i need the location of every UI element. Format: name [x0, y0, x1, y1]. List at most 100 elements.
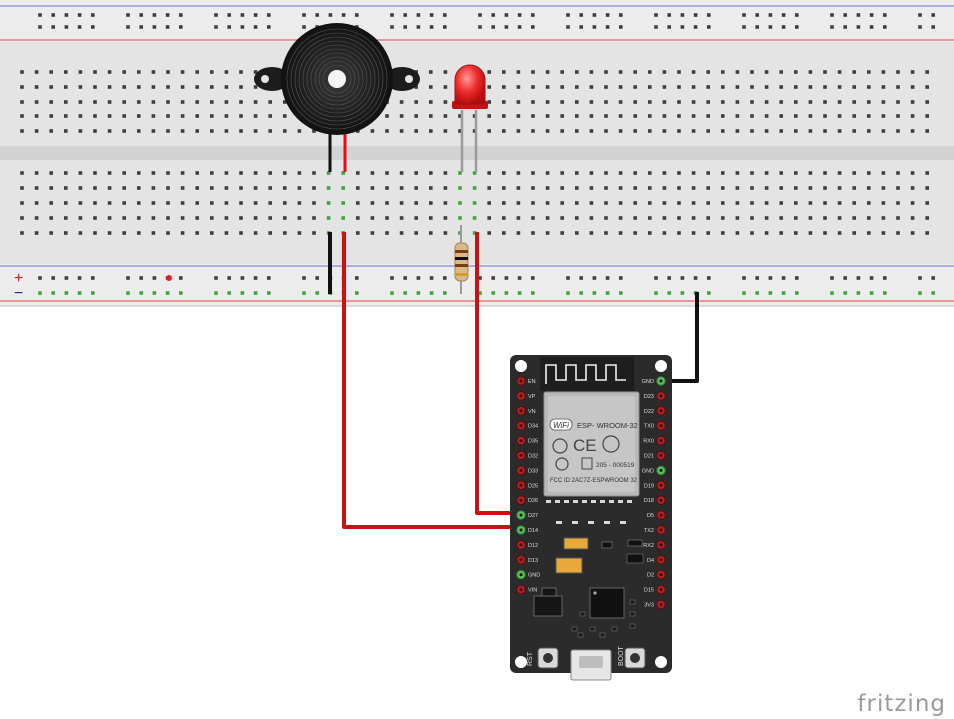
header-pin-label: D15 — [644, 588, 654, 594]
breadboard-hole — [633, 186, 637, 190]
breadboard-hole — [852, 70, 856, 74]
breadboard-hole — [633, 201, 637, 205]
breadboard-hole — [38, 291, 42, 295]
breadboard-hole — [823, 171, 827, 175]
breadboard-hole — [122, 100, 126, 104]
breadboard-hole — [896, 231, 900, 235]
breadboard-hole — [502, 129, 506, 133]
smd-part — [589, 626, 596, 632]
breadboard-hole — [240, 25, 245, 29]
breadboard-hole — [843, 291, 847, 295]
breadboard-hole — [107, 231, 112, 235]
breadboard-hole — [654, 291, 658, 295]
breadboard-hole — [721, 201, 725, 205]
breadboard-hole — [399, 201, 404, 205]
breadboard-hole — [604, 85, 608, 89]
breadboard-hole — [487, 70, 491, 74]
breadboard-hole — [126, 291, 130, 295]
buzzer-rings — [286, 28, 388, 130]
breadboard-hole — [604, 100, 608, 104]
buzzer-center-hole — [328, 70, 346, 88]
breadboard-hole — [648, 201, 652, 205]
header-pin-label: D27 — [528, 513, 538, 519]
breadboard-hole — [414, 186, 418, 190]
breadboard-hole — [302, 291, 306, 295]
module-pad — [572, 521, 578, 524]
breadboard-hole — [677, 201, 681, 205]
breadboard-hole — [312, 171, 316, 175]
breadboard-hole — [195, 201, 199, 205]
breadboard-hole — [239, 201, 243, 205]
breadboard-hole — [151, 100, 156, 104]
breadboard-hole — [516, 186, 521, 190]
breadboard-hole — [180, 231, 185, 235]
breadboard-hole — [545, 186, 550, 190]
breadboard-hole — [843, 25, 847, 29]
breadboard-hole — [808, 201, 813, 205]
breadboard-hole — [667, 25, 671, 29]
breadboard-hole — [867, 70, 871, 74]
breadboard-hole — [34, 231, 39, 235]
breadboard-hole — [253, 85, 258, 89]
breadboard-hole — [735, 100, 740, 104]
breadboard-hole — [239, 171, 243, 175]
breadboard-hole — [869, 276, 874, 280]
breadboard-hole — [781, 291, 786, 295]
header-pin-label: GND — [642, 468, 654, 474]
breadboard-hole — [239, 114, 243, 118]
breadboard-hole — [755, 13, 759, 17]
breadboard-hole — [355, 291, 359, 295]
breadboard-hole — [693, 25, 698, 29]
resistor — [454, 225, 469, 294]
breadboard-hole — [472, 186, 477, 190]
breadboard-hole — [210, 171, 214, 175]
breadboard-hole — [429, 25, 434, 29]
breadboard-hole — [297, 171, 302, 175]
breadboard-hole — [575, 186, 579, 190]
breadboard-hole — [93, 186, 97, 190]
breadboard-hole — [721, 216, 725, 220]
breadboard-hole — [180, 129, 185, 133]
breadboard-hole — [137, 129, 141, 133]
breadboard-hole — [779, 70, 783, 74]
breadboard-hole — [837, 171, 842, 175]
breadboard-hole — [49, 85, 53, 89]
breadboard-hole — [925, 201, 929, 205]
header-pin-hole — [519, 379, 523, 383]
breadboard-hole — [750, 100, 754, 104]
breadboard-hole — [823, 129, 827, 133]
mount-hole-br — [655, 656, 667, 668]
breadboard-hole — [399, 216, 404, 220]
breadboard-hole — [517, 25, 522, 29]
breadboard-hole — [179, 25, 183, 29]
breadboard-hole — [764, 231, 769, 235]
breadboard-hole — [443, 171, 448, 175]
breadboard-hole — [429, 13, 434, 17]
breadboard-hole — [34, 70, 39, 74]
header-pin-label: D23 — [644, 394, 654, 400]
breadboard-hole — [648, 231, 652, 235]
breadboard-hole — [180, 70, 185, 74]
breadboard-hole — [677, 231, 681, 235]
breadboard-hole — [502, 100, 506, 104]
cert-code: 205 - 000519 — [596, 462, 635, 469]
breadboard-hole — [356, 231, 360, 235]
breadboard-hole — [516, 231, 521, 235]
breadboard-hole — [93, 85, 97, 89]
breadboard-hole — [742, 25, 746, 29]
breadboard-hole — [808, 231, 813, 235]
smd-part — [629, 623, 636, 629]
breadboard-hole — [414, 129, 418, 133]
breadboard-hole — [604, 216, 608, 220]
breadboard-hole — [618, 186, 623, 190]
breadboard-hole — [808, 129, 813, 133]
breadboard-hole — [224, 201, 229, 205]
breadboard-hole — [165, 25, 170, 29]
breadboard-hole — [224, 129, 229, 133]
breadboard-top-rail — [0, 0, 954, 42]
breadboard-hole — [341, 171, 345, 175]
breadboard-hole — [604, 171, 608, 175]
breadboard-hole — [214, 25, 218, 29]
breadboard-hole — [721, 231, 725, 235]
breadboard-hole — [64, 216, 68, 220]
